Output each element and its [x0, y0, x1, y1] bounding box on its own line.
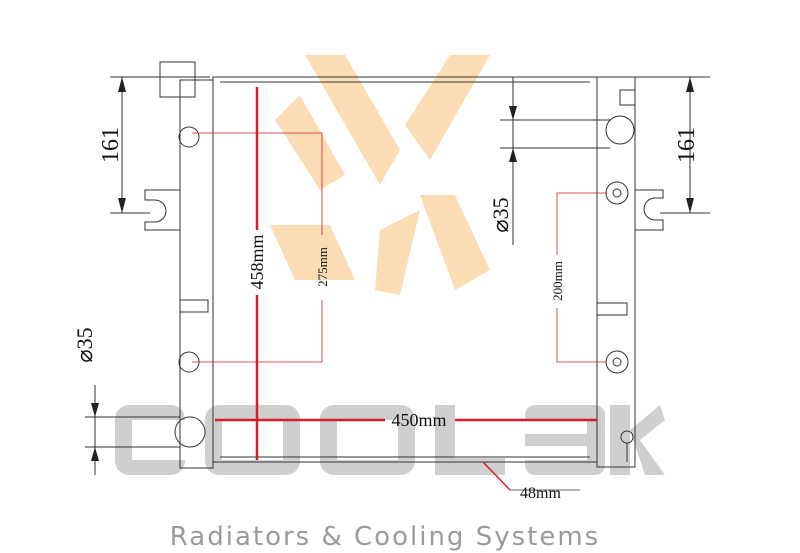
- dimension-arrows: [91, 77, 694, 461]
- brand-wordmark-watermark: [115, 405, 665, 475]
- right-height-label: 161: [674, 127, 700, 163]
- inlet-pipe: [174, 416, 206, 448]
- core-thickness-label: 48mm: [520, 485, 561, 502]
- right-lower-fitting: [605, 350, 629, 374]
- right-upper-fitting: [605, 181, 629, 205]
- brand-tagline: Radiators & Cooling Systems: [170, 522, 600, 552]
- brand-logo-watermark: [270, 55, 490, 295]
- outlet-diameter-label: ⌀35: [488, 197, 513, 232]
- red-dimensions: [192, 87, 607, 491]
- left-upper-fitting: [178, 126, 200, 148]
- core-height-label: 458mm: [247, 234, 267, 289]
- left-height-label: 161: [98, 127, 124, 163]
- outlet-pipe: [605, 115, 635, 145]
- inlet-diameter-label: ⌀35: [72, 327, 97, 362]
- radiator-cap: [159, 61, 196, 98]
- right-mount-bracket: [634, 189, 664, 231]
- core-width-label: 450mm: [391, 410, 446, 430]
- right-bolt-spacing-label: 200mm: [550, 261, 565, 301]
- left-bolt-spacing-label: 275mm: [315, 247, 330, 287]
- left-mount-bracket: [144, 189, 181, 231]
- left-tank: [179, 79, 214, 469]
